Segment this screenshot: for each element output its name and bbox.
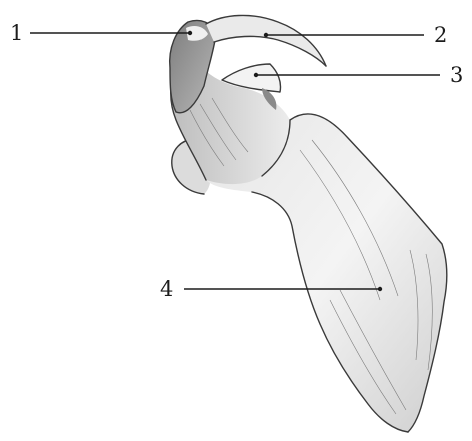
leader-dot-3 — [254, 73, 258, 77]
callout-number-2: 2 — [434, 23, 447, 47]
bone-curved-process — [206, 15, 326, 66]
callout-number-3: 3 — [450, 63, 463, 87]
leader-dot-2 — [264, 33, 268, 37]
callout-number-1: 1 — [10, 21, 23, 45]
callout-3: 3 — [254, 63, 464, 87]
leader-dot-1 — [188, 31, 192, 35]
callout-1: 1 — [10, 21, 192, 45]
leader-dot-4 — [378, 287, 382, 291]
callout-number-4: 4 — [160, 277, 173, 301]
